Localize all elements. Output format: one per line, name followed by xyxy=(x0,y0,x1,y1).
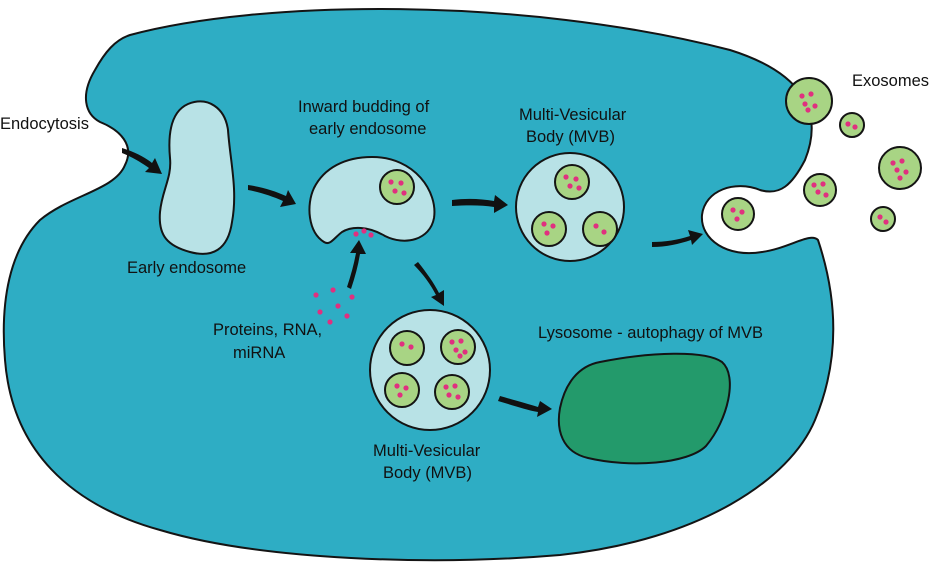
label-mvb-bottom-1: Multi-Vesicular xyxy=(373,442,481,460)
arrow-mvb-to-exocytosis xyxy=(652,230,703,247)
mvb-bottom xyxy=(369,309,491,431)
budding-inner-vesicle xyxy=(379,169,415,205)
label-early-endosome: Early endosome xyxy=(127,259,246,277)
arrow-budding-to-mvb-bottom xyxy=(414,262,444,306)
lysosome-shape xyxy=(557,352,731,465)
pathway-arrows xyxy=(122,148,703,417)
label-proteins-1: Proteins, RNA, xyxy=(213,321,322,339)
label-inward-budding-1: Inward budding of xyxy=(298,98,430,116)
label-mvb-top-2: Body (MVB) xyxy=(526,128,615,146)
label-lysosome: Lysosome - autophagy of MVB xyxy=(538,324,763,342)
label-mvb-bottom-2: Body (MVB) xyxy=(383,464,472,482)
arrow-cargo-to-budding xyxy=(347,240,366,289)
arrow-endocytosis-to-endosome xyxy=(122,148,162,174)
mvb-top xyxy=(515,152,625,262)
arrow-endosome-to-budding xyxy=(248,185,296,207)
exosomes-group xyxy=(721,77,922,232)
label-proteins-2: miRNA xyxy=(233,344,285,362)
arrow-budding-to-mvb xyxy=(452,195,508,213)
arrow-mvb-to-lysosome xyxy=(498,396,552,417)
label-mvb-top-1: Multi-Vesicular xyxy=(519,106,627,124)
label-exosomes: Exosomes xyxy=(852,72,929,90)
early-endosome-shape xyxy=(158,100,236,255)
label-endocytosis: Endocytosis xyxy=(0,115,89,133)
label-inward-budding-2: early endosome xyxy=(309,120,426,138)
